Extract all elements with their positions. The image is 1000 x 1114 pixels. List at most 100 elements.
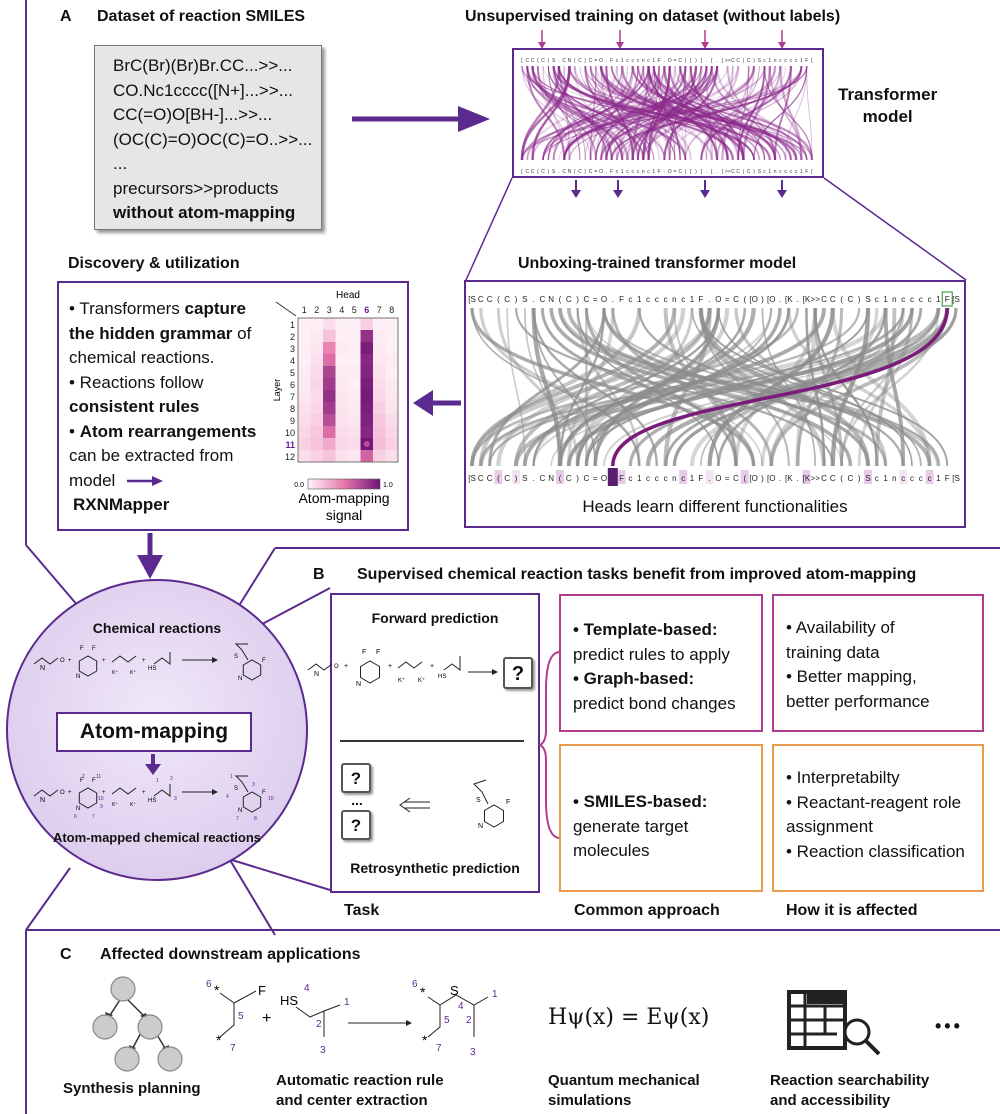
token-top: C [487,295,493,304]
transformer-label-line2: model [862,107,913,126]
token-top: . [796,295,798,304]
attention-link [532,65,755,161]
token-bottom: c [681,474,685,483]
attention-link [768,65,803,161]
token-highlight [705,470,714,484]
carbonate-bonds [111,787,137,795]
token-bottom: ) [858,474,861,483]
map-4: 4 [458,1001,464,1012]
attention-link [595,65,660,161]
token-bottom: N [568,169,572,175]
atom-s: S [450,983,459,998]
token-top: [K [803,295,811,304]
heatmap-cell [310,366,324,379]
heatmap-cell [298,450,311,463]
token-top: [ [722,58,724,64]
attention-link [779,65,803,161]
token-bottom: [S [468,474,476,483]
token-bottom: . [716,169,717,175]
heatmap-cell [360,342,374,355]
atom-k: K⁺ [112,670,118,676]
heatmap-cell [323,378,336,391]
attention-link [830,307,932,467]
affect-top-box: • Availability of training data • Better… [772,594,984,732]
heatmap-cell [360,402,374,415]
wildcard: * [216,1032,222,1048]
zoom-lines [465,177,967,281]
token-top: C [830,295,836,304]
col-affected: How it is affected [786,902,918,919]
token-bottom: ) [584,169,586,175]
heatmap-cell [385,366,399,379]
attention-link [785,65,808,161]
token-bottom: ) [548,169,550,175]
atom-mapping-box: Atom-mapping [56,712,252,752]
token-top: ( [840,295,843,304]
token-bottom: = [594,169,597,175]
heatmap-cell [323,414,336,427]
token-top: ( [743,58,745,64]
heatmap-cell [373,378,386,391]
attention-link [566,307,932,467]
token-top: F [610,58,613,64]
token-bottom: 1 [936,474,941,483]
heatmap-cell [385,318,399,331]
attention-link [658,65,676,161]
colorbar [307,478,381,490]
attention-link [552,65,645,161]
atom-n: N [76,674,80,680]
token-bottom: [K [785,474,793,483]
token-top: [S [468,295,476,304]
wildcard: * [214,982,220,998]
token-bottom: >> [725,169,731,175]
attention-link [542,65,808,161]
mapping-link [611,307,949,467]
affect-classification: • Reaction classification [786,841,965,861]
rxnmapper-label: RXNMapper [73,495,170,514]
token-bottom: 1 [768,169,771,175]
token-top: c [655,295,659,304]
plus: + [388,663,392,670]
token-bottom: C [531,169,535,175]
attention-link [647,65,792,161]
atom-k: K⁺ [112,802,118,808]
attention-link [637,65,708,161]
token-top: ( [743,295,746,304]
heads-caption: Heads learn different functionalities [582,497,848,516]
forward-question-box: ? [503,657,533,689]
heatmap-cell [385,378,399,391]
attention-link [470,307,677,467]
token-bottom: c [901,474,905,483]
attention-link [648,65,660,161]
token-bottom: 1 [621,169,624,175]
plus: + [68,790,72,796]
token-top: c [875,295,879,304]
token-bottom: n [774,169,777,175]
attention-link [636,65,777,161]
more-ellipsis: ••• [935,1016,963,1036]
input-arrowhead [616,42,624,49]
heatmap-cell [385,450,399,463]
colorbar-max: 1.0 [383,482,393,489]
token-top: c [784,58,787,64]
token-top: c [901,295,905,304]
attention-link [589,65,634,161]
token-bottom: . [664,169,665,175]
quantum-label-line1: Quantum mechanical [548,1072,700,1089]
transformer-attention-graphic: [[CCCC((CC))SS..CCNN((CC))CC==OO..FFcc11… [520,58,813,175]
signal-label-1: Atom-mapping [298,490,389,506]
attention-link [576,307,791,467]
token-bottom: C [566,474,572,483]
token-top: . [612,295,614,304]
thiol-bonds [153,784,171,797]
token-bottom: ( [743,474,746,483]
attention-link [563,65,740,161]
atom-n: N [238,808,242,814]
token-top: >> [725,58,731,64]
token-top: c [647,58,650,64]
attention-link [663,307,738,467]
token-top: >> [811,295,821,304]
heatmap-cell [323,330,336,343]
map-4: 4 [304,983,310,994]
col-task: Task [344,902,380,919]
